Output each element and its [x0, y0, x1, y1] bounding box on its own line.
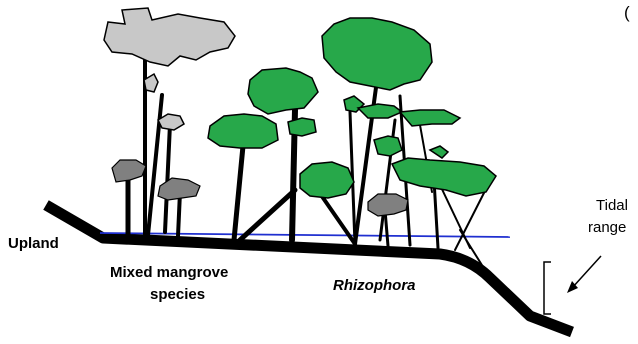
mixed-mangrove-label-line2: species: [150, 286, 205, 303]
rhizophora-label: Rhizophora: [333, 277, 416, 294]
green-canopy-left-lower: [208, 114, 278, 148]
tidal-label-line1: Tidal: [596, 197, 628, 214]
grey-canopies: [104, 8, 235, 130]
mixed-mangrove-label-line1: Mixed mangrove: [110, 264, 228, 281]
green-canopy-main: [322, 18, 432, 90]
tidal-range-arrow-icon: [567, 256, 601, 293]
tidal-range-bracket: [544, 262, 551, 314]
corner-fragment-label: (: [624, 3, 630, 22]
tidal-label-line2: range: [588, 219, 626, 236]
green-canopy-left-upper: [248, 68, 318, 114]
upland-label: Upland: [8, 235, 59, 252]
